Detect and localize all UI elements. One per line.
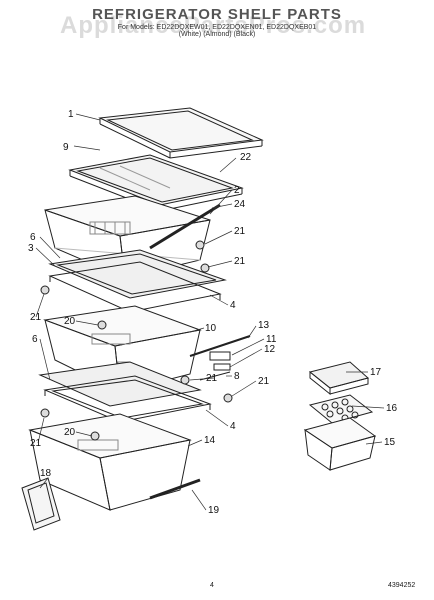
- clip-parts: [40, 240, 233, 441]
- callout-21-b: 21: [234, 256, 246, 267]
- page-number: 4: [210, 582, 214, 589]
- callout-21-d: 21: [258, 376, 270, 387]
- part-24-rail: [149, 203, 221, 250]
- header: REFRIGERATOR SHELF PARTS For Models: ED2…: [0, 6, 434, 38]
- page-title: REFRIGERATOR SHELF PARTS: [92, 6, 342, 23]
- part-1-shelf-frame: [98, 107, 264, 159]
- callout-17: 17: [370, 367, 382, 378]
- callout-22: 22: [240, 152, 252, 163]
- part-18-label-card: [21, 477, 61, 531]
- callout-1: 1: [68, 109, 74, 120]
- part-16-egg-tray: [308, 394, 374, 424]
- callout-6-upper: 6: [30, 232, 36, 243]
- callout-18: 18: [40, 468, 52, 479]
- callout-19: 19: [208, 505, 220, 516]
- part-6-crisper-cover-lower: [38, 361, 212, 428]
- part-12-bracket: [213, 363, 231, 371]
- document-number: 4394252: [388, 582, 416, 589]
- callout-4-upper: 4: [230, 300, 236, 311]
- part-15-egg-bin: [303, 417, 377, 471]
- callout-10: 10: [205, 323, 217, 334]
- color-list: (White) (Almond) (Black): [178, 31, 256, 38]
- callout-24: 24: [234, 199, 246, 210]
- callout-11: 11: [266, 334, 277, 345]
- callout-16: 16: [386, 403, 398, 414]
- part-17-egg-bin-cover: [308, 361, 370, 396]
- callout-20-upper: 20: [64, 316, 76, 327]
- callout-21-e: 21: [206, 373, 218, 384]
- part-14-bottom-drawer: [28, 413, 192, 511]
- callout-labels: 1 9 22 2 24 6 3 21 21 4 21 20 10 13 11 6…: [28, 109, 398, 516]
- callout-12: 12: [264, 344, 276, 355]
- callout-21-a: 21: [234, 226, 246, 237]
- model-list: For Models: ED22DQXEW01, ED22DQXEN01, ED…: [117, 24, 317, 31]
- callout-15: 15: [384, 437, 396, 448]
- callout-6-lower: 6: [32, 334, 38, 345]
- watermark: AppliancePartsPros.com: [60, 12, 367, 39]
- callout-2: 2: [234, 185, 240, 196]
- callout-21-c: 21: [30, 312, 42, 323]
- leader-lines: [35, 113, 385, 511]
- callout-21-f: 21: [30, 438, 42, 449]
- callout-13: 13: [258, 320, 270, 331]
- callout-8: 8: [234, 371, 240, 382]
- callout-20-lower: 20: [64, 427, 76, 438]
- part-11-bracket: [209, 351, 231, 361]
- callout-14: 14: [204, 435, 216, 446]
- part-13-rail: [189, 335, 251, 357]
- callout-4-lower: 4: [230, 421, 236, 432]
- callout-9: 9: [63, 142, 69, 153]
- callout-3: 3: [28, 243, 34, 254]
- part-19-rail: [149, 478, 201, 500]
